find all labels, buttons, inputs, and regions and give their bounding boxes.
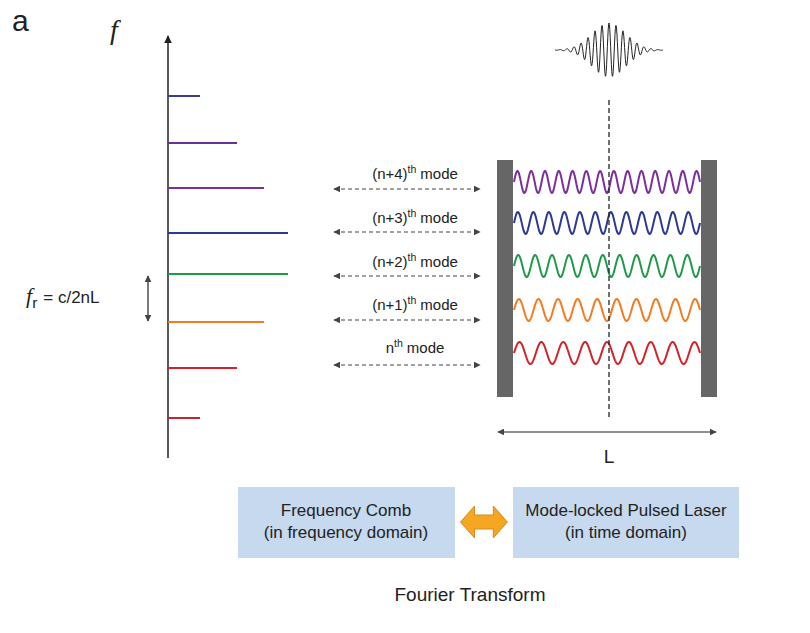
- mirror: [497, 160, 513, 397]
- mode-label: mode: [420, 209, 458, 226]
- mode-label: mode: [407, 339, 445, 356]
- label-group: (n+4)thmode: [372, 163, 458, 182]
- comb-line: [168, 232, 288, 234]
- box-subtext: (in frequency domain): [264, 522, 428, 544]
- label-group: f: [110, 14, 118, 46]
- label-group: (n+3)thmode: [372, 207, 458, 226]
- pulse-position-line: [608, 100, 609, 420]
- mode-order: (n+4): [372, 165, 407, 182]
- comb-line: [168, 321, 264, 323]
- frequency-axis: [167, 36, 169, 458]
- pulse-waveform: [555, 23, 663, 76]
- formula: = c/2nL: [43, 288, 99, 307]
- box-heading: Mode-locked Pulsed Laser: [525, 500, 726, 522]
- label-group: Fourier Transform: [395, 584, 546, 606]
- mode-arrows: [334, 189, 480, 365]
- process-box: Mode-locked Pulsed Laser(in time domain): [513, 487, 738, 558]
- label-group: (n+1)thmode: [372, 294, 458, 313]
- box-heading: Frequency Comb: [281, 500, 411, 522]
- dashed-arrow: [334, 275, 480, 276]
- mode-wave: [514, 255, 700, 277]
- superscript: th: [394, 337, 403, 349]
- mode-wave: [514, 299, 700, 321]
- mode-wave: [514, 171, 700, 193]
- mode-label: mode: [420, 253, 458, 270]
- comb-lines: [168, 96, 288, 418]
- comb-line: [168, 187, 264, 189]
- label-group: a: [12, 4, 29, 38]
- mode-wave: [514, 212, 700, 234]
- comb-line: [168, 417, 200, 419]
- length-arrow: [498, 431, 716, 432]
- superscript: th: [408, 251, 417, 263]
- mode-order: (n+3): [372, 209, 407, 226]
- label-group: L: [604, 446, 615, 468]
- mode-order: (n+2): [372, 253, 407, 270]
- mode-order: n: [386, 339, 394, 356]
- mode-order: (n+1): [372, 296, 407, 313]
- dashed-arrow: [334, 231, 480, 232]
- caption-label: Fourier Transform: [395, 584, 546, 605]
- subscript: r: [32, 294, 37, 311]
- process-box: Frequency Comb(in frequency domain): [238, 487, 455, 558]
- axis-label: f: [110, 14, 118, 45]
- mode-label: mode: [420, 165, 458, 182]
- mode-wave: [514, 342, 700, 364]
- dimension-label: L: [604, 446, 615, 467]
- comb-line: [168, 95, 200, 97]
- dashed-arrow: [334, 319, 480, 320]
- dashed-arrow: [334, 364, 480, 365]
- comb-line: [168, 142, 237, 144]
- fourier-arrow: [461, 506, 508, 538]
- dashed-arrow: [334, 188, 480, 189]
- mode-label: mode: [420, 296, 458, 313]
- label-group: (n+2)thmode: [372, 251, 458, 270]
- panel-letter: a: [12, 4, 29, 37]
- spacing-arrow: [147, 276, 148, 321]
- label-group: fr = c/2nL: [26, 283, 100, 312]
- label-group: nthmode: [386, 337, 445, 356]
- box-subtext: (in time domain): [565, 522, 687, 544]
- mirror: [701, 160, 717, 397]
- superscript: th: [408, 163, 417, 175]
- cavity-modes: [514, 171, 700, 364]
- superscript: th: [408, 294, 417, 306]
- symbol: f: [26, 283, 32, 308]
- comb-line: [168, 273, 288, 275]
- superscript: th: [408, 207, 417, 219]
- comb-line: [168, 367, 237, 369]
